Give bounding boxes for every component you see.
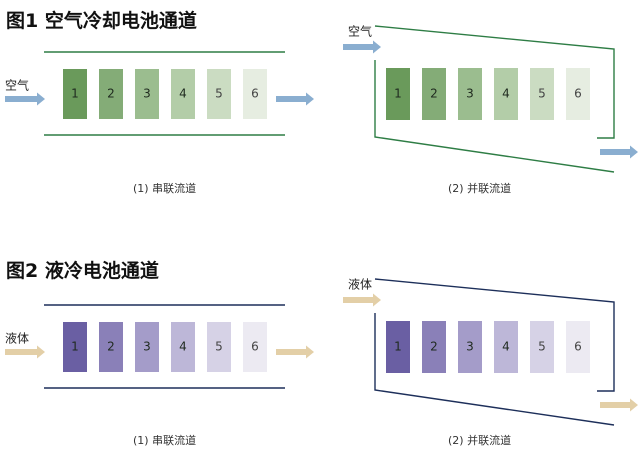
figure2-parallel-cell-label-5: 5 xyxy=(538,340,546,354)
figure2-series-cell-1 xyxy=(63,322,87,372)
figure2-series-inlet-arrow xyxy=(5,345,45,359)
figure1-parallel-cell-label-1: 1 xyxy=(394,87,402,101)
figure2-parallel-top-wall xyxy=(374,278,615,392)
figure2-parallel-cell-label-1: 1 xyxy=(394,340,402,354)
figure2-parallel-cell-3 xyxy=(458,321,482,373)
figure2-series-cell-3 xyxy=(135,322,159,372)
figure1-series-cell-2 xyxy=(99,69,123,119)
figure1-parallel-cell-label-4: 4 xyxy=(502,87,510,101)
figure2-parallel-bottom-wall xyxy=(374,313,615,426)
figure1-parallel-caption: (2) 并联流道 xyxy=(448,182,512,195)
figure1-parallel-cell-label-5: 5 xyxy=(538,87,546,101)
figure2-parallel-cell-4 xyxy=(494,321,518,373)
figure1-series-cell-1 xyxy=(63,69,87,119)
figure2-parallel-cell-label-2: 2 xyxy=(430,340,438,354)
figure2-parallel-cell-1 xyxy=(386,321,410,373)
figure2-parallel-cell-label-3: 3 xyxy=(466,340,474,354)
figure1-series-cell-label-5: 5 xyxy=(215,87,223,101)
figure1-parallel-cell-6 xyxy=(566,68,590,120)
figure1-series-cell-4 xyxy=(171,69,195,119)
figure2-series-cell-label-5: 5 xyxy=(215,340,223,354)
figure1-series-cell-3 xyxy=(135,69,159,119)
figure1-title: 图1 空气冷却电池通道 xyxy=(6,10,197,32)
figure1-parallel-cell-2 xyxy=(422,68,446,120)
figure1-parallel-cell-label-6: 6 xyxy=(574,87,582,101)
figure2-series-caption: (1) 串联流道 xyxy=(133,434,197,447)
figure2-parallel-caption: (2) 并联流道 xyxy=(448,434,512,447)
figure2-series-inlet-label: 液体 xyxy=(5,331,29,346)
figure2-series-cell-label-6: 6 xyxy=(251,340,259,354)
figure2-series-outlet-arrow xyxy=(276,345,314,359)
figure1-parallel-cell-1 xyxy=(386,68,410,120)
figure1-parallel-cell-label-2: 2 xyxy=(430,87,438,101)
figure1-series-cell-label-2: 2 xyxy=(107,87,115,101)
figure2-parallel-cell-5 xyxy=(530,321,554,373)
figure2-parallel-cell-2 xyxy=(422,321,446,373)
figure1-parallel-bottom-wall xyxy=(374,60,615,173)
figure1-series-cell-5 xyxy=(207,69,231,119)
figure1-series-caption: (1) 串联流道 xyxy=(133,182,197,195)
figure2-parallel-cell-label-4: 4 xyxy=(502,340,510,354)
figure1-series-cell-label-1: 1 xyxy=(71,87,79,101)
figure1-series-inlet-arrow xyxy=(5,92,45,106)
figure2-series-cell-6 xyxy=(243,322,267,372)
figure2-series-cell-label-3: 3 xyxy=(143,340,151,354)
figure1-series-cell-label-6: 6 xyxy=(251,87,259,101)
figure2-parallel-inlet-arrow xyxy=(343,293,381,307)
figure1-parallel-inlet-arrow xyxy=(343,40,381,54)
figure1-parallel-inlet-label: 空气 xyxy=(348,24,372,39)
figure1-series-cell-label-3: 3 xyxy=(143,87,151,101)
figure1-parallel-outlet-arrow xyxy=(600,145,638,159)
figure1-parallel-cell-5 xyxy=(530,68,554,120)
figure2-parallel-outlet-arrow xyxy=(600,398,638,412)
figure1-series-cell-label-4: 4 xyxy=(179,87,187,101)
figure2-series-cell-label-1: 1 xyxy=(71,340,79,354)
figure1-series-outlet-arrow xyxy=(276,92,314,106)
figure2-parallel-cell-label-6: 6 xyxy=(574,340,582,354)
figure2-parallel-cell-6 xyxy=(566,321,590,373)
figure2-title: 图2 液冷电池通道 xyxy=(6,260,159,282)
figure2-series-cell-label-4: 4 xyxy=(179,340,187,354)
figure2-series-cell-label-2: 2 xyxy=(107,340,115,354)
figure1-parallel-cell-3 xyxy=(458,68,482,120)
figure2-series-cell-5 xyxy=(207,322,231,372)
figure1-parallel-top-wall xyxy=(374,25,615,139)
figure2-parallel-inlet-label: 液体 xyxy=(348,277,372,292)
figure2-series-cell-4 xyxy=(171,322,195,372)
figure1-parallel-cell-label-3: 3 xyxy=(466,87,474,101)
figure1-series-inlet-label: 空气 xyxy=(5,78,29,93)
figure2-series-cell-2 xyxy=(99,322,123,372)
figure1-parallel-cell-4 xyxy=(494,68,518,120)
figure1-series-cell-6 xyxy=(243,69,267,119)
